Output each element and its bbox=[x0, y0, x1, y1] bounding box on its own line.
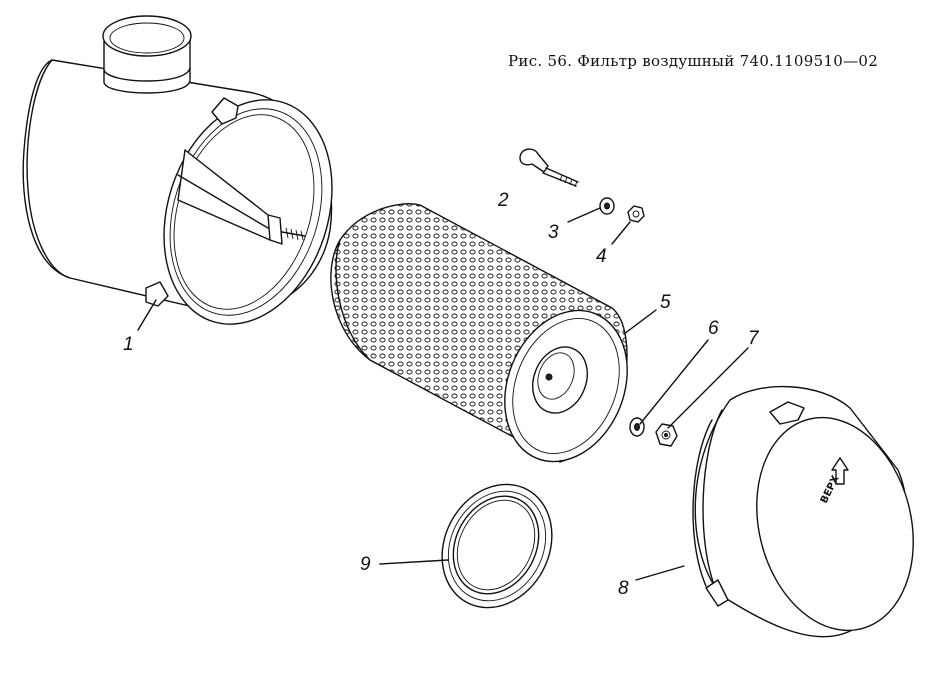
part-2-bolt bbox=[519, 148, 579, 188]
callout-5: 5 bbox=[660, 292, 671, 313]
callout-4: 4 bbox=[596, 246, 607, 267]
part-9-sealing-ring bbox=[441, 483, 553, 609]
callout-1: 1 bbox=[123, 334, 134, 355]
figure-caption: Рис. 56. Фильтр воздушный 740.1109510—02 bbox=[508, 52, 879, 70]
part-5-filter-element bbox=[330, 203, 628, 463]
part-8-cover: ВЕРХ bbox=[692, 385, 914, 638]
part-7-nut bbox=[655, 423, 678, 447]
part-1-housing bbox=[22, 15, 333, 325]
leader-lines bbox=[137, 207, 749, 581]
callout-6: 6 bbox=[708, 318, 719, 339]
callout-9: 9 bbox=[360, 554, 371, 575]
part-4-nut bbox=[627, 205, 645, 223]
callout-8: 8 bbox=[618, 578, 629, 599]
callout-labels: 1 2 3 4 5 6 7 8 9 bbox=[123, 190, 760, 599]
callout-7: 7 bbox=[748, 328, 760, 349]
callout-2: 2 bbox=[497, 190, 509, 211]
part-3-washer bbox=[599, 197, 615, 215]
callout-3: 3 bbox=[548, 222, 559, 243]
